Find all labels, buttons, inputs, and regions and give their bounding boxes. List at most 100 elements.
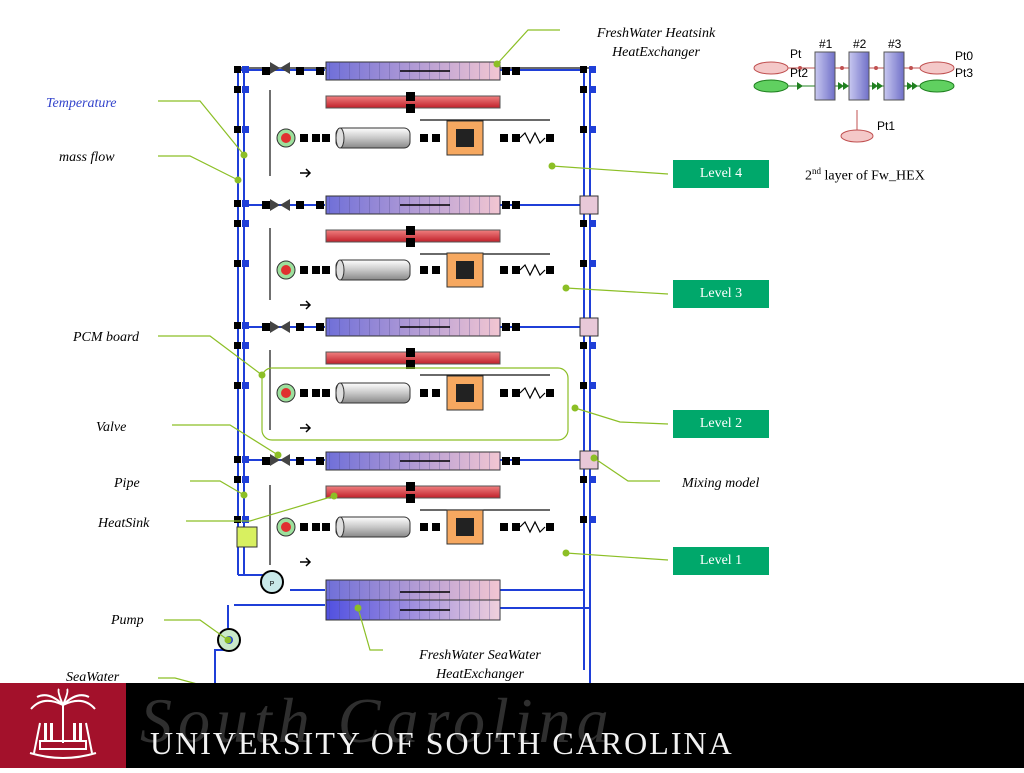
- connector-level-2: [322, 389, 330, 397]
- sensor-right-level-1: [580, 476, 587, 483]
- resistor-icon-level-4: [519, 131, 546, 145]
- level-2-box: Level 2: [673, 410, 769, 438]
- heatsink-port-level-3: [406, 226, 415, 235]
- valve-icon-level-4: [270, 62, 290, 74]
- hex-port-level-3: [502, 201, 510, 209]
- connector-level-3: [300, 266, 308, 274]
- ground-arrow-level-4: [300, 168, 312, 178]
- chip-level-3: [446, 252, 484, 288]
- unit-2-label: #2: [853, 37, 867, 51]
- pcm-cap-level-1: [335, 516, 345, 538]
- sensor-left-b-level-1: [242, 476, 249, 483]
- generator-core-level-2: [281, 388, 291, 398]
- connector-level-3: [322, 266, 330, 274]
- connector-level-1: [546, 523, 554, 531]
- generator-core-level-1: [281, 522, 291, 532]
- level-1-box: Level 1: [673, 547, 769, 575]
- connector-level-1: [300, 523, 308, 531]
- port-pt2-label: Pt2: [790, 66, 808, 80]
- connector-level-2: [546, 389, 554, 397]
- pipe-label: Pipe: [114, 476, 140, 491]
- sensor-left-b-level-1: [242, 516, 249, 523]
- heatsink-port-b-level-1: [406, 494, 415, 503]
- resistor-icon-level-1: [519, 520, 546, 534]
- connector-level-4: [300, 134, 308, 142]
- banner-script-wordmark: South Carolina: [140, 685, 615, 756]
- sensor-left-b-level-4: [242, 126, 249, 133]
- valve-icon-level-3: [270, 199, 290, 211]
- ground-arrow-level-2: [300, 423, 312, 433]
- university-seal-logo: [0, 683, 126, 768]
- sensor-left-level-2: [234, 382, 241, 389]
- sensor-right-b-level-3: [589, 260, 596, 267]
- sensor-left-level-4: [234, 86, 241, 93]
- sensor-left-level-2: [234, 322, 241, 329]
- valve-label: Valve: [96, 420, 127, 435]
- sensor-right-level-4: [580, 66, 587, 73]
- hex-port-level-3: [296, 201, 304, 209]
- connector-level-3: [420, 266, 428, 274]
- sensor-left-level-3: [234, 200, 241, 207]
- resistor-icon-level-2: [519, 386, 546, 400]
- sensor-left-level-3: [234, 220, 241, 227]
- hex-port-level-4: [316, 67, 324, 75]
- connector-level-1: [312, 523, 320, 531]
- connector-level-4: [432, 134, 440, 142]
- hex-port-level-1: [512, 457, 520, 465]
- sensor-right-b-level-4: [589, 66, 596, 73]
- pipe-element: [236, 526, 258, 548]
- hex-port-level-3: [262, 201, 270, 209]
- connector-level-3: [432, 266, 440, 274]
- sensor-left-level-1: [234, 516, 241, 523]
- pcm-board-label: PCM board: [73, 330, 139, 345]
- level-3-box: Level 3: [673, 280, 769, 308]
- level-components: [234, 61, 596, 567]
- fw-seawater-hex-title: FreshWater SeaWater HeatExchanger: [400, 646, 560, 684]
- unit-3-label: #3: [888, 37, 902, 51]
- hex-port-level-2: [262, 323, 270, 331]
- hex-port-level-4: [512, 67, 520, 75]
- ground-arrow-level-1: [300, 557, 312, 567]
- connector-level-3: [500, 266, 508, 274]
- sensor-left-b-level-2: [242, 322, 249, 329]
- sensor-left-b-level-4: [242, 86, 249, 93]
- connector-level-4: [546, 134, 554, 142]
- hex-port-level-1: [316, 457, 324, 465]
- pcm-cylinder-level-4: [335, 127, 411, 149]
- port-pt0-label: Pt0: [955, 49, 973, 63]
- connector-level-1: [432, 523, 440, 531]
- layer2-ordinal-suffix: nd: [812, 166, 821, 176]
- connector-level-1: [500, 523, 508, 531]
- connector-level-1: [322, 523, 330, 531]
- sensor-right-level-3: [580, 260, 587, 267]
- layer2-ordinal: 2: [805, 168, 812, 184]
- connector-level-4: [512, 134, 520, 142]
- sensor-left-b-level-1: [242, 456, 249, 463]
- port-pt-label: Pt: [790, 47, 802, 61]
- port-pt3-label: Pt3: [955, 66, 973, 80]
- hex-port-level-4: [502, 67, 510, 75]
- port-pt1-label: Pt1: [877, 119, 895, 133]
- fw-heatsink-hex-title: FreshWater Heatsink HeatExchanger: [576, 24, 736, 62]
- sensor-right-level-1: [580, 516, 587, 523]
- hex-port-level-3: [512, 201, 520, 209]
- sensor-right-level-3: [580, 220, 587, 227]
- connector-level-2: [432, 389, 440, 397]
- sensor-left-level-1: [234, 456, 241, 463]
- sensor-right-level-2: [580, 342, 587, 349]
- connector-level-4: [420, 134, 428, 142]
- sensor-left-b-level-2: [242, 342, 249, 349]
- connector-level-3: [546, 266, 554, 274]
- leader-dots: [208, 60, 598, 692]
- heatsink-port-b-level-3: [406, 238, 415, 247]
- heatsink-port-level-1: [406, 482, 415, 491]
- pcm-cylinder-level-3: [335, 259, 411, 281]
- hex-port-level-2: [512, 323, 520, 331]
- sensor-left-level-2: [234, 342, 241, 349]
- chip-core-level-2: [456, 384, 474, 402]
- valve-icon-level-1: [270, 454, 290, 466]
- leader-lines: [158, 29, 669, 689]
- connector-level-3: [512, 266, 520, 274]
- pcm-cylinder-level-2: [335, 382, 411, 404]
- ground-arrow-level-3: [300, 300, 312, 310]
